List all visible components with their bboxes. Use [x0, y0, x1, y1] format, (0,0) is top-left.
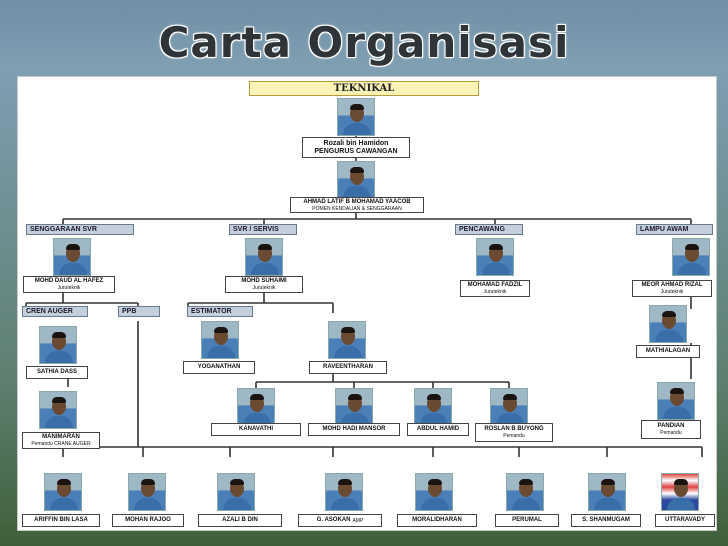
suhaimi-role: Juruteknik [252, 285, 276, 291]
meor-role: Juruteknik [660, 289, 684, 295]
raveentharan-name: RAVEENTHARAN [323, 364, 373, 370]
mohan-photo [128, 473, 166, 511]
section-senggaraan-svr: SENGGARAAN SVR [26, 224, 134, 235]
department-header: TEKNIKAL [249, 81, 479, 96]
pandian-name: PANDIAN [657, 423, 685, 429]
supervisor-box: AHMAD LATIF B MOHAMAD YAACOB POMEN KENDA… [290, 197, 424, 213]
asokan-box: G. ASOKAN AMP [298, 514, 382, 527]
connector-lines [25, 133, 703, 457]
kanavathi-photo [237, 388, 275, 426]
shanmugam-name: S. SHANMUGAM [582, 517, 630, 523]
mohan-name: MOHAN RAJOO [125, 517, 171, 523]
supervisor-name: AHMAD LATIF B MOHAMAD YAACOB [303, 198, 411, 205]
fadzil-role: Juruteknik [483, 289, 507, 295]
sathia-box: SATHIA DASS [26, 366, 88, 379]
manimaran-name: MANIMARAN [42, 434, 80, 440]
mathialagan-name: MATHIALAGAN [645, 348, 691, 354]
meor-box: MEOR AHMAD RIZAL Juruteknik [632, 280, 712, 297]
manager-role: PENGURUS CAWANGAN [314, 147, 398, 155]
suhaimi-photo [245, 238, 283, 276]
section-lampu-awam: LAMPU AWAM [636, 224, 713, 235]
meor-photo [672, 238, 710, 276]
azali-box: AZALI B DIN [198, 514, 282, 527]
manimaran-role: Pemandu CRANE AUGER [31, 441, 91, 447]
hamid-name: ABDUL HAMID [416, 426, 460, 432]
hadi-name: MOHD HADI MANSOR [322, 426, 386, 432]
manager-box: Rozali bin Hamidon PENGURUS CAWANGAN [302, 137, 410, 158]
fadzil-box: MOHAMAD FADZIL Juruteknik [460, 280, 530, 297]
roslan-role: Pemandu [503, 433, 525, 439]
manimaran-photo [39, 391, 77, 429]
fadzil-name: MOHAMAD FADZIL [467, 282, 523, 288]
section-ppb: PPB [118, 306, 160, 317]
supervisor-photo [337, 161, 375, 199]
uttaravady-box: UTTARAVADY [655, 514, 715, 527]
manager-name: Rozali bin Hamidon [323, 139, 389, 147]
shanmugam-photo [588, 473, 626, 511]
ariffin-name: ARIFFIN BIN LASA [34, 517, 88, 523]
suhaimi-box: MOHD SUHAIMI Juruteknik [225, 276, 303, 293]
roslan-name: ROSLAN B BUYONG [484, 426, 544, 432]
mohan-box: MOHAN RAJOO [112, 514, 184, 527]
ariffin-box: ARIFFIN BIN LASA [22, 514, 100, 527]
fadzil-photo [476, 238, 514, 276]
suhaimi-name: MOHD SUHAIMI [241, 278, 287, 284]
asokan-suffix: AMP [352, 517, 364, 524]
mathialagan-photo [649, 305, 687, 343]
perumal-box: PERUMAL [495, 514, 559, 527]
hamid-photo [414, 388, 452, 426]
azali-name: AZALI B DIN [222, 517, 258, 523]
yoganathan-box: YOGANATHAN [183, 361, 255, 374]
raveentharan-box: RAVEENTHARAN [309, 361, 387, 374]
kanavathi-box: KANAVATHI [211, 423, 301, 436]
moralidharan-name: MORALIDHARAN [412, 517, 462, 523]
manager-photo [337, 98, 375, 136]
perumal-photo [506, 473, 544, 511]
moralidharan-box: MORALIDHARAN [397, 514, 477, 527]
daud-photo [53, 238, 91, 276]
shanmugam-box: S. SHANMUGAM [571, 514, 641, 527]
asokan-photo [325, 473, 363, 511]
ariffin-photo [44, 473, 82, 511]
section-cren-auger: CREN AUGER [22, 306, 88, 317]
azali-photo [217, 473, 255, 511]
uttaravady-name: UTTARAVADY [665, 517, 705, 523]
daud-box: MOHD DAUD AL HAFEZ Juruteknik [23, 276, 115, 293]
meor-name: MEOR AHMAD RIZAL [641, 282, 703, 288]
hadi-photo [335, 388, 373, 426]
yoganathan-name: YOGANATHAN [197, 364, 241, 370]
kanavathi-name: KANAVATHI [239, 426, 273, 432]
uttaravady-photo [661, 473, 699, 511]
daud-name: MOHD DAUD AL HAFEZ [34, 278, 104, 284]
perumal-name: PERUMAL [512, 517, 542, 523]
section-pencawang: PENCAWANG [455, 224, 523, 235]
hadi-box: MOHD HADI MANSOR [308, 423, 400, 436]
pandian-box: PANDIAN Pemandu [641, 420, 701, 439]
section-svr-servis: SVR / SERVIS [229, 224, 297, 235]
roslan-box: ROSLAN B BUYONG Pemandu [475, 423, 553, 442]
raveentharan-photo [328, 321, 366, 359]
org-chart: TEKNIKAL Rozali bin Hamidon PENGURUS CAW… [17, 76, 717, 531]
pandian-photo [657, 382, 695, 420]
slide-title: Carta Organisasi [158, 18, 570, 67]
manimaran-box: MANIMARAN Pemandu CRANE AUGER [22, 432, 100, 449]
roslan-photo [490, 388, 528, 426]
supervisor-role: POMEN KENDALIAN & SENGGARAAN [312, 205, 402, 212]
sathia-name: SATHIA DASS [36, 369, 77, 375]
yoganathan-photo [201, 321, 239, 359]
section-estimator: ESTIMATOR [187, 306, 253, 317]
daud-role: Juruteknik [57, 285, 81, 291]
pandian-role: Pemandu [660, 430, 682, 436]
asokan-name: G. ASOKAN [316, 517, 351, 523]
hamid-box: ABDUL HAMID [407, 423, 469, 436]
moralidharan-photo [415, 473, 453, 511]
sathia-photo [39, 326, 77, 364]
mathialagan-box: MATHIALAGAN [636, 345, 700, 358]
